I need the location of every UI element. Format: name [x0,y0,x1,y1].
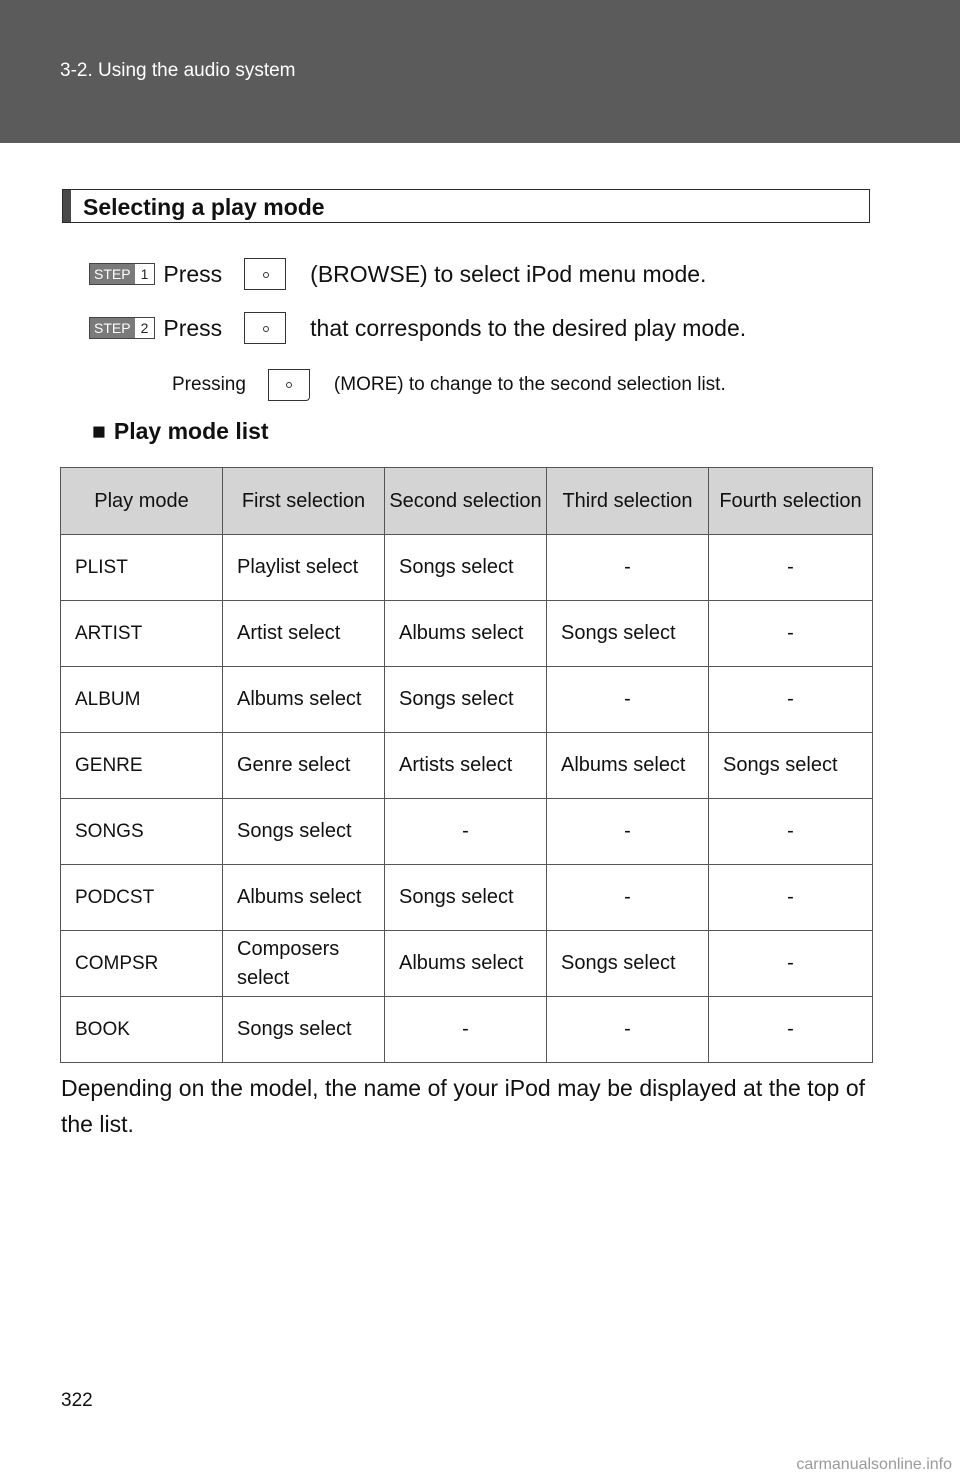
selection-cell: Playlist select [222,534,385,601]
step-badge-number: 1 [134,264,155,284]
column-header: Fourth selection [708,467,873,535]
preset-button-icon [244,312,287,344]
play-mode-cell: COMPSR [60,930,223,997]
header-title: 3-2. Using the audio system [60,60,296,81]
column-header: First selection [222,467,385,535]
note-prefix: Pressing [172,374,246,395]
section-heading-text: Selecting a play mode [83,194,325,220]
play-mode-cell: BOOK [60,996,223,1063]
selection-cell: Albums select [222,864,385,931]
selection-cell: - [708,600,873,667]
step-text: that corresponds to the desired play mod… [310,314,747,341]
step-badge: STEP 2 [89,317,156,339]
footer-note: Depending on the model, the name of your… [61,1075,865,1137]
selection-cell: - [708,930,873,997]
selection-cell: Artists select [384,732,547,799]
selection-cell: - [546,996,709,1063]
selection-cell: Songs select [546,930,709,997]
selection-cell: Songs select [384,534,547,601]
step-badge-number: 2 [134,318,155,338]
more-button-icon [267,369,310,401]
section-heading: Selecting a play mode [62,189,870,223]
play-mode-cell: ARTIST [60,600,223,667]
column-header: Second selection [384,467,547,535]
selection-cell: Artist select [222,600,385,667]
selection-cell: Albums select [384,600,547,667]
selection-cell: Songs select [384,666,547,733]
subheading-text: Play mode list [113,418,269,444]
selection-cell: - [546,798,709,865]
selection-cell: - [546,534,709,601]
step-text: (BROWSE) to select iPod menu mode. [310,260,707,287]
watermark: carmanualsonline.info [796,1456,952,1473]
browse-button-icon [244,258,287,290]
selection-cell: Songs select [546,600,709,667]
selection-cell: Composers select [222,930,385,997]
press-label: Press [163,314,223,341]
column-header: Play mode [60,467,223,535]
selection-cell: Songs select [222,996,385,1063]
selection-cell: - [708,798,873,865]
selection-cell: - [708,996,873,1063]
bullet-square-icon: ■ [92,418,106,444]
selection-cell: Albums select [546,732,709,799]
selection-cell: Albums select [384,930,547,997]
step-badge-word: STEP [90,318,135,338]
selection-cell: - [546,666,709,733]
selection-cell: Songs select [384,864,547,931]
note-text: (MORE) to change to the second selection… [333,374,726,395]
selection-cell: Songs select [708,732,873,799]
play-mode-cell: PLIST [60,534,223,601]
play-mode-cell: GENRE [60,732,223,799]
selection-cell: Genre select [222,732,385,799]
selection-cell: - [708,864,873,931]
page-header: 3-2. Using the audio system [0,0,960,143]
table-header-row: Play mode First selection Second selecti… [60,467,873,535]
play-mode-cell: SONGS [60,798,223,865]
selection-cell: - [546,864,709,931]
play-mode-cell: ALBUM [60,666,223,733]
selection-cell: Albums select [222,666,385,733]
column-header: Third selection [546,467,709,535]
selection-cell: Songs select [222,798,385,865]
step-2: STEP 2 Press that corresponds to the des… [89,310,746,346]
selection-cell: - [384,798,547,865]
step-badge-word: STEP [90,264,135,284]
press-label: Press [163,260,223,287]
step-1: STEP 1 Press (BROWSE) to select iPod men… [89,256,706,292]
selection-cell: - [384,996,547,1063]
note-more: Pressing (MORE) to change to the second … [172,367,726,403]
play-mode-cell: PODCST [60,864,223,931]
selection-cell: - [708,666,873,733]
step-badge: STEP 1 [89,263,156,285]
play-mode-list-heading: ■ Play mode list [92,418,269,445]
page-number: 322 [61,1390,93,1411]
play-mode-table: Play mode First selection Second selecti… [60,467,873,1063]
selection-cell: - [708,534,873,601]
